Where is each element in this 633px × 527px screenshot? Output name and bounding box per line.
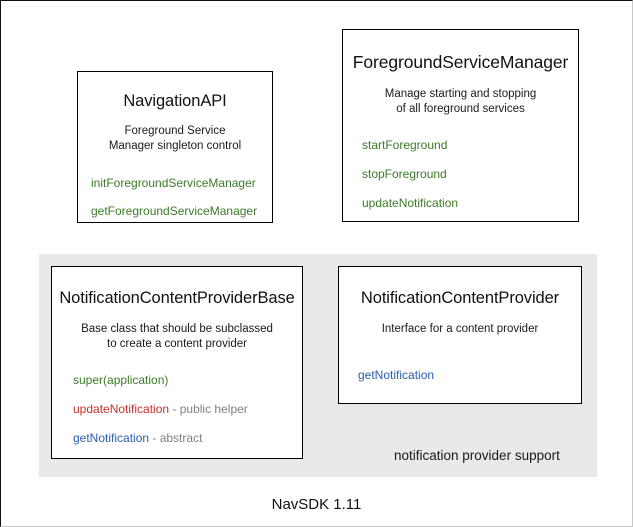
member-row[interactable]: getForegroundServiceManager: [91, 205, 272, 217]
member-row[interactable]: getNotification - abstract: [73, 432, 302, 444]
group-label-notification-provider-support: notification provider support: [394, 448, 560, 463]
subtitle-line: Interface for a content provider: [381, 323, 539, 335]
member-list-foreground-service-manager: startForeground stopForeground updateNot…: [343, 139, 578, 209]
class-box-notification-content-provider-base[interactable]: NotificationContentProviderBase Base cla…: [51, 266, 303, 459]
member-row[interactable]: updateNotification - public helper: [73, 403, 302, 415]
member-name: updateNotification: [362, 196, 459, 211]
member-name: super(application): [73, 373, 169, 388]
class-subtitle-navigation-api: Foreground Service Manager singleton con…: [78, 124, 272, 154]
member-name: initForegroundServiceManager: [91, 176, 256, 191]
member-name: startForeground: [362, 138, 448, 153]
class-box-navigation-api[interactable]: NavigationAPI Foreground Service Manager…: [77, 71, 273, 223]
class-title-navigation-api: NavigationAPI: [123, 92, 227, 110]
class-box-notification-content-provider[interactable]: NotificationContentProvider Interface fo…: [338, 266, 582, 404]
member-list-notification-content-provider-base: super(application) updateNotification - …: [52, 374, 302, 444]
member-list-navigation-api: initForegroundServiceManager getForegrou…: [78, 177, 272, 217]
member-name: stopForeground: [362, 167, 447, 182]
member-row[interactable]: initForegroundServiceManager: [91, 177, 272, 189]
member-name: updateNotification: [73, 402, 170, 417]
member-list-notification-content-provider: getNotification: [339, 369, 581, 381]
member-row[interactable]: stopForeground: [362, 168, 578, 180]
class-title-foreground-service-manager: ForegroundServiceManager: [352, 52, 569, 72]
member-name: getNotification: [358, 368, 435, 383]
member-row[interactable]: startForeground: [362, 139, 578, 151]
subtitle-line: to create a content provider: [107, 338, 247, 351]
subtitle-line: Manage starting and stopping: [384, 88, 537, 100]
class-title-notification-content-provider: NotificationContentProvider: [360, 289, 560, 307]
diagram-footer-caption: NavSDK 1.11: [271, 496, 362, 513]
member-row[interactable]: getNotification: [358, 369, 581, 381]
member-note: - public helper: [169, 402, 248, 417]
member-name: getForegroundServiceManager: [91, 204, 258, 219]
subtitle-line: Manager singleton control: [108, 140, 242, 153]
subtitle-line: Foreground Service: [124, 125, 226, 137]
member-note: - abstract: [149, 431, 203, 446]
member-row[interactable]: updateNotification: [362, 197, 578, 209]
subtitle-line: Base class that should be subclassed: [81, 323, 273, 335]
class-subtitle-notification-content-provider-base: Base class that should be subclassed to …: [52, 322, 302, 352]
member-row[interactable]: super(application): [73, 374, 302, 386]
member-name: getNotification: [73, 431, 150, 446]
class-subtitle-foreground-service-manager: Manage starting and stopping of all fore…: [343, 87, 578, 117]
subtitle-line: of all foreground services: [396, 103, 525, 116]
class-title-notification-content-provider-base: NotificationContentProviderBase: [59, 289, 295, 307]
class-subtitle-notification-content-provider: Interface for a content provider: [339, 322, 581, 337]
class-box-foreground-service-manager[interactable]: ForegroundServiceManager Manage starting…: [342, 29, 579, 222]
